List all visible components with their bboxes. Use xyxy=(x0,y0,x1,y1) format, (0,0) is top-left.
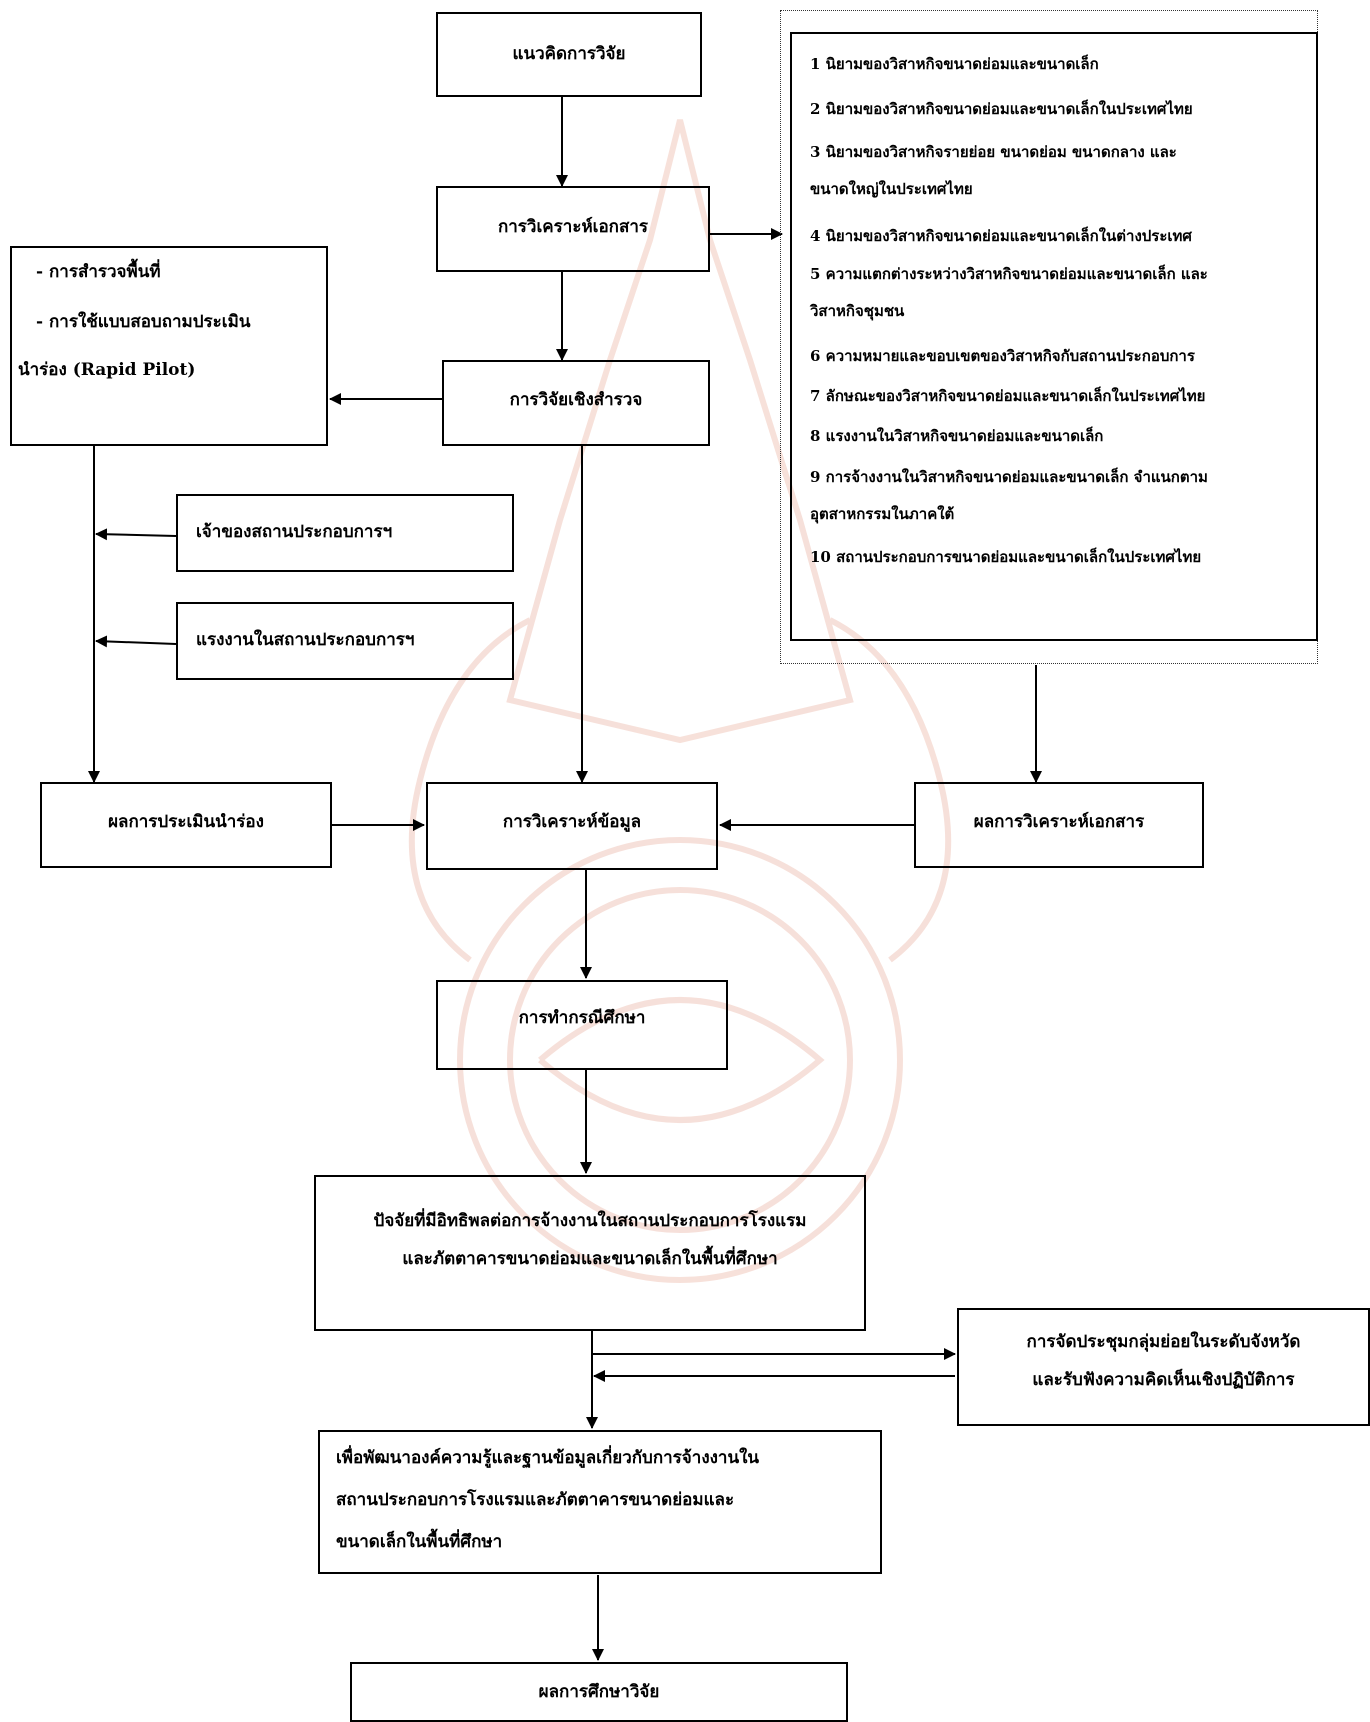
arrow-workers-to-line xyxy=(95,635,177,648)
owners-box: เจ้าของสถานประกอบการฯ xyxy=(176,494,514,572)
data-analysis-label: การวิเคราะห์ข้อมูล xyxy=(502,812,642,832)
topic-item: 4 นิยามของวิสาหกิจขนาดย่อมและขนาดเล็กในต… xyxy=(810,227,1192,245)
develop-line1: เพื่อพัฒนาองค์ความรู้และฐานข้อมูลเกี่ยวก… xyxy=(336,1448,760,1468)
survey-research-box: การวิจัยเชิงสำรวจ xyxy=(442,360,710,446)
topic-item: อุตสาหกรรมในภาคใต้ xyxy=(810,505,955,523)
factors-line1: ปัจจัยที่มีอิทธิพลต่อการจ้างงานในสถานประ… xyxy=(373,1211,807,1231)
survey-methods-line1: - การสำรวจพื้นที่ xyxy=(36,262,161,282)
doc-result-label: ผลการวิเคราะห์เอกสาร xyxy=(973,812,1145,832)
topic-item: 6 ความหมายและขอบเขตของวิสาหกิจกับสถานประ… xyxy=(810,347,1195,365)
topic-item: ขนาดใหญ่ในประเทศไทย xyxy=(810,180,973,198)
topic-item: 2 นิยามของวิสาหกิจขนาดย่อมและขนาดเล็กในป… xyxy=(810,100,1193,118)
develop-line2: สถานประกอบการโรงแรมและภัตตาคารขนาดย่อมแล… xyxy=(336,1490,735,1510)
doc-result-box: ผลการวิเคราะห์เอกสาร xyxy=(914,782,1204,868)
workers-label: แรงงานในสถานประกอบการฯ xyxy=(196,630,415,650)
develop-line3: ขนาดเล็กในพื้นที่ศึกษา xyxy=(336,1532,503,1552)
data-analysis-box: การวิเคราะห์ข้อมูล xyxy=(426,782,718,870)
topic-item: 3 นิยามของวิสาหกิจรายย่อย ขนาดย่อม ขนาดก… xyxy=(810,143,1177,161)
result-label: ผลการศึกษาวิจัย xyxy=(538,1682,660,1702)
survey-methods-line3: นำร่อง (Rapid Pilot) xyxy=(18,360,196,380)
university-watermark-emblem xyxy=(408,119,952,1283)
factors-line2: และภัตตาคารขนาดย่อมและขนาดเล็กในพื้นที่ศ… xyxy=(402,1249,778,1269)
owners-label: เจ้าของสถานประกอบการฯ xyxy=(196,522,393,542)
survey-methods-line2: - การใช้แบบสอบถามประเมิน xyxy=(36,312,251,332)
focus-group-box: การจัดประชุมกลุ่มย่อยในระดับจังหวัด และร… xyxy=(957,1308,1370,1426)
survey-research-label: การวิจัยเชิงสำรวจ xyxy=(509,390,643,410)
factors-box: ปัจจัยที่มีอิทธิพลต่อการจ้างงานในสถานประ… xyxy=(314,1175,866,1331)
topic-item: 10 สถานประกอบการขนาดย่อมและขนาดเล็กในประ… xyxy=(810,548,1202,566)
topic-item: 1 นิยามของวิสาหกิจขนาดย่อมและขนาดเล็ก xyxy=(810,55,1099,73)
develop-box: เพื่อพัฒนาองค์ความรู้และฐานข้อมูลเกี่ยวก… xyxy=(318,1430,882,1574)
doc-analysis-label: การวิเคราะห์เอกสาร xyxy=(497,217,649,237)
doc-analysis-box: การวิเคราะห์เอกสาร xyxy=(436,186,710,272)
arrow-owners-to-line xyxy=(95,528,177,541)
workers-box: แรงงานในสถานประกอบการฯ xyxy=(176,602,514,680)
result-box: ผลการศึกษาวิจัย xyxy=(350,1662,848,1722)
pilot-result-label: ผลการประเมินนำร่อง xyxy=(108,812,264,832)
topic-item: 7 ลักษณะของวิสาหกิจขนาดย่อมและขนาดเล็กใน… xyxy=(810,387,1206,405)
topic-item: 5 ความแตกต่างระหว่างวิสาหกิจขนาดย่อมและข… xyxy=(810,265,1208,283)
concept-box: แนวคิดการวิจัย xyxy=(436,12,702,97)
concept-label: แนวคิดการวิจัย xyxy=(512,44,626,64)
focus-group-line2: และรับฟังความคิดเห็นเชิงปฏิบัติการ xyxy=(1032,1370,1295,1390)
topic-item: 8 แรงงานในวิสาหกิจขนาดย่อมและขนาดเล็ก xyxy=(810,427,1104,445)
focus-group-line1: การจัดประชุมกลุ่มย่อยในระดับจังหวัด xyxy=(1026,1332,1301,1352)
doc-topics-box: 1 นิยามของวิสาหกิจขนาดย่อมและขนาดเล็ก 2 … xyxy=(790,32,1318,641)
survey-methods-box: - การสำรวจพื้นที่ - การใช้แบบสอบถามประเม… xyxy=(10,246,328,446)
pilot-result-box: ผลการประเมินนำร่อง xyxy=(40,782,332,868)
case-study-box: การทำกรณีศึกษา xyxy=(436,980,728,1070)
case-study-label: การทำกรณีศึกษา xyxy=(518,1008,646,1028)
topic-item: 9 การจ้างงานในวิสาหกิจขนาดย่อมและขนาดเล็… xyxy=(810,468,1208,486)
topic-item: วิสาหกิจชุมชน xyxy=(810,302,905,320)
